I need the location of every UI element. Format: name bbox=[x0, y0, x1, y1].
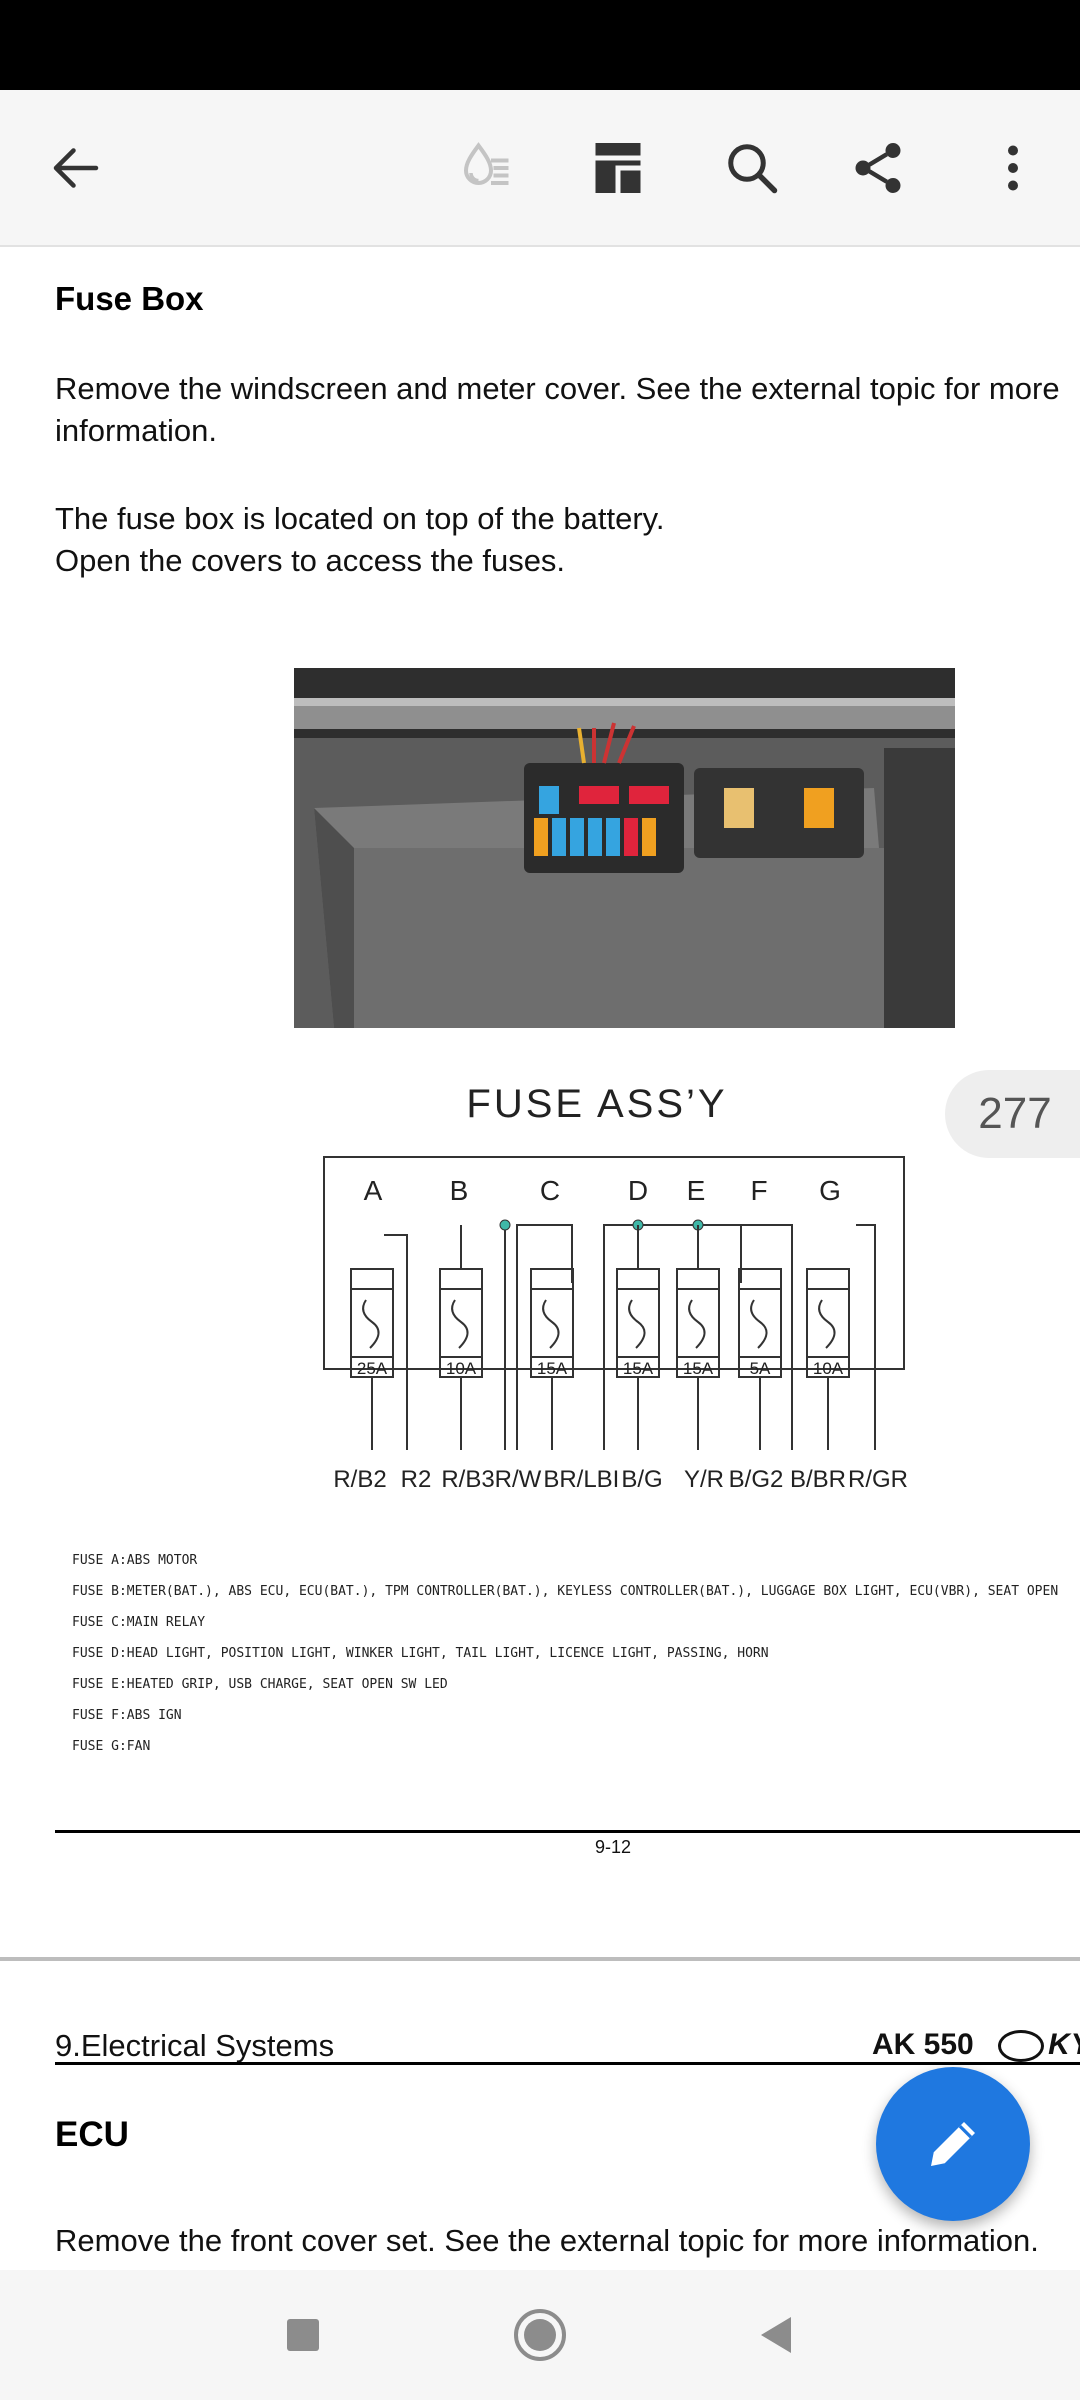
section-title-ecu: ECU bbox=[55, 2115, 129, 2154]
fuse-description-item: FUSE C:MAIN RELAY bbox=[72, 1615, 206, 1630]
wire-label: R/B3 bbox=[441, 1466, 494, 1493]
wire-label: R/B2 bbox=[333, 1466, 386, 1493]
wire-label: B/G bbox=[621, 1466, 662, 1493]
reading-mode-icon[interactable] bbox=[448, 130, 524, 206]
paragraph-remove-windscreen: Remove the windscreen and meter cover. S… bbox=[55, 371, 1060, 448]
section-header-rule bbox=[55, 2062, 1080, 2065]
brand-name: KYMCO bbox=[1048, 2028, 1080, 2061]
page-separator bbox=[0, 1957, 1080, 1961]
wire-label: B/G2 bbox=[729, 1466, 784, 1493]
column-label-d: D bbox=[628, 1175, 648, 1206]
wire-label: BR/L bbox=[543, 1466, 596, 1493]
fuse-assembly-diagram: FUSE ASS’Y A B C D E F G bbox=[323, 1082, 908, 1493]
fuse-rating-d: 15A bbox=[623, 1359, 654, 1378]
column-label-e: E bbox=[687, 1175, 706, 1206]
fuse-rating-g: 10A bbox=[813, 1359, 844, 1378]
fuse-box-photo bbox=[294, 668, 955, 1028]
diagram-title: FUSE ASS’Y bbox=[466, 1082, 727, 1126]
fuse-rating-e: 15A bbox=[683, 1359, 714, 1378]
wire-label: R/W bbox=[495, 1466, 542, 1493]
model-label: AK 550 KYMCO bbox=[872, 2028, 1080, 2063]
paragraph-fuse-location: The fuse box is located on top of the ba… bbox=[55, 501, 665, 578]
section-title-fuse-box: Fuse Box bbox=[55, 280, 204, 317]
status-bar bbox=[0, 0, 1080, 90]
fuse-description-item: FUSE D:HEAD LIGHT, POSITION LIGHT, WINKE… bbox=[72, 1646, 769, 1661]
fuse-description-list: FUSE A:ABS MOTOR FUSE B:METER(BAT.), ABS… bbox=[72, 1545, 1080, 1762]
pencil-icon bbox=[931, 2122, 975, 2166]
more-vert-icon[interactable] bbox=[975, 130, 1051, 206]
column-label-f: F bbox=[750, 1175, 767, 1206]
share-icon[interactable] bbox=[840, 130, 916, 206]
navigation-bar bbox=[0, 2270, 1080, 2400]
document-view[interactable]: Fuse Box Remove the windscreen and meter… bbox=[0, 245, 1080, 2270]
fuse-description-item: FUSE A:ABS MOTOR bbox=[72, 1553, 198, 1568]
search-icon[interactable] bbox=[714, 130, 790, 206]
fuse-rating-f: 5A bbox=[750, 1359, 771, 1378]
brand-logo: KYMCO bbox=[998, 2028, 1080, 2063]
page-number: 9-12 bbox=[595, 1837, 632, 1857]
fuse-description-item: FUSE G:FAN bbox=[72, 1739, 151, 1754]
column-label-c: C bbox=[540, 1175, 560, 1206]
column-label-b: B bbox=[450, 1175, 469, 1206]
fuse-description-item: FUSE F:ABS IGN bbox=[72, 1708, 182, 1723]
wire-label: B/BR bbox=[790, 1466, 846, 1493]
back-arrow-icon[interactable] bbox=[38, 130, 114, 206]
fuse-description-item: FUSE E:HEATED GRIP, USB CHARGE, SEAT OPE… bbox=[72, 1677, 448, 1692]
page-footer-rule bbox=[55, 1830, 1080, 1833]
paragraph-ecu: Remove the front cover set. See the exte… bbox=[55, 2223, 1039, 2258]
outline-icon[interactable] bbox=[580, 130, 656, 206]
fuse-rating-c: 15A bbox=[537, 1359, 568, 1378]
wire-label: BI bbox=[597, 1466, 620, 1493]
column-label-g: G bbox=[819, 1175, 841, 1206]
wire-label: R2 bbox=[401, 1466, 432, 1493]
back-triangle-icon[interactable] bbox=[740, 2300, 810, 2370]
home-icon[interactable] bbox=[505, 2300, 575, 2370]
model-name: AK 550 bbox=[872, 2028, 974, 2061]
edit-fab-button[interactable] bbox=[876, 2067, 1030, 2221]
section-header-electrical: 9.Electrical Systems bbox=[55, 2028, 335, 2063]
page-indicator-badge[interactable]: 277 bbox=[945, 1070, 1080, 1158]
wire-label: Y/R bbox=[684, 1466, 724, 1493]
column-label-a: A bbox=[364, 1175, 383, 1206]
fuse-description-item: FUSE B:METER(BAT.), ABS ECU, ECU(BAT.), … bbox=[72, 1584, 1059, 1599]
fuse-rating-a: 25A bbox=[357, 1359, 388, 1378]
toolbar bbox=[0, 90, 1080, 247]
fuse-rating-b: 10A bbox=[446, 1359, 477, 1378]
recent-apps-icon[interactable] bbox=[268, 2300, 338, 2370]
wire-label: R/GR bbox=[848, 1466, 908, 1493]
